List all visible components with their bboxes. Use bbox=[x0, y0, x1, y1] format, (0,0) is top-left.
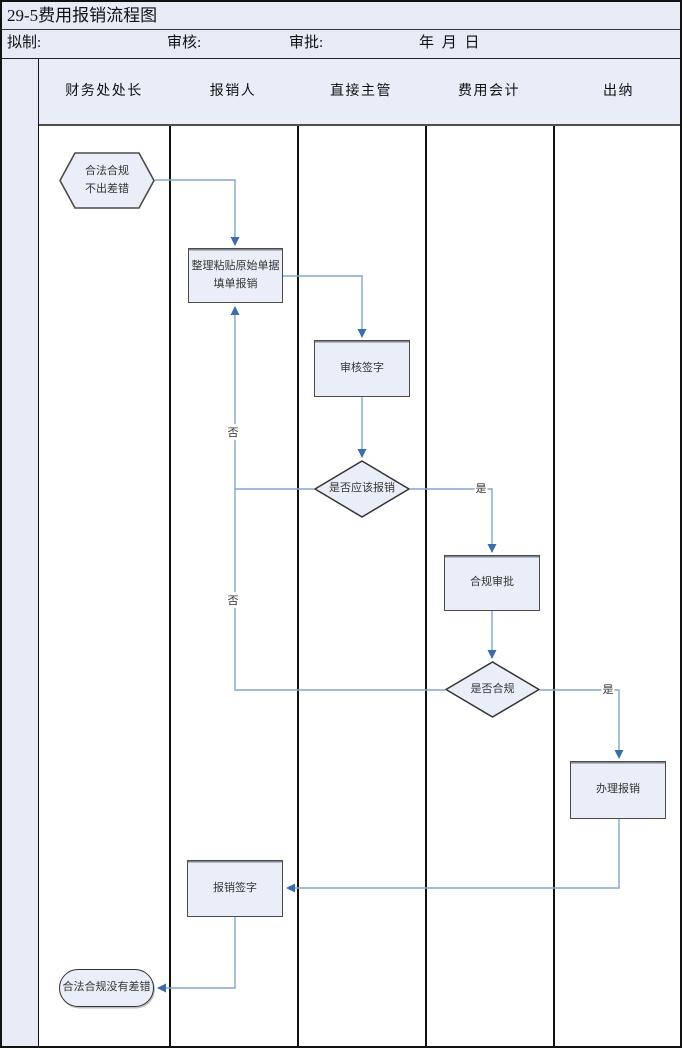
diamond-shape bbox=[445, 661, 540, 718]
edge-label-is-compliant-no: 否 bbox=[226, 592, 240, 608]
node-compliance-approval: 合规审批 bbox=[444, 555, 540, 611]
node-process-reimbursement-label: 办理报销 bbox=[596, 783, 640, 796]
node-fill-form-label-line1: 整理粘贴原始单据 bbox=[191, 260, 280, 273]
reviewed-label: 审核: bbox=[167, 35, 202, 51]
diamond-shape bbox=[314, 460, 410, 518]
node-process-reimbursement: 办理报销 bbox=[570, 761, 666, 819]
lane-divider-2 bbox=[297, 59, 299, 1046]
date-label: 年 月 日 bbox=[419, 35, 482, 51]
page-title: 29-5费用报销流程图 bbox=[2, 2, 680, 30]
node-start-label-line1: 合法合规 bbox=[85, 165, 129, 178]
edge-label-should-reimburse-no: 否 bbox=[226, 424, 240, 440]
lane-header-claimant: 报销人 bbox=[209, 84, 257, 99]
edge-decision1-no-to-fill-form bbox=[230, 306, 314, 490]
node-compliance-approval-label: 合规审批 bbox=[470, 576, 514, 589]
node-reimburse-sign-label: 报销签字 bbox=[213, 881, 257, 894]
lane-header-direct-supervisor: 直接主管 bbox=[330, 84, 392, 99]
node-reimburse-sign: 报销签字 bbox=[187, 860, 283, 917]
meta-row: 拟制: 审核: 审批: 年 月 日 bbox=[2, 30, 680, 57]
node-decision-is-compliant: 是否合规 bbox=[445, 661, 540, 718]
lane-header-row: 财务处处长 报销人 直接主管 费用会计 出纳 bbox=[39, 59, 680, 126]
edge-process-to-reimburse-sign bbox=[286, 819, 620, 893]
node-end-label: 合法合规没有差错 bbox=[62, 981, 151, 994]
edge-label-should-reimburse-yes: 是 bbox=[474, 480, 488, 496]
edge-decision2-no-join bbox=[234, 488, 445, 691]
edge-decision2-yes-to-process bbox=[540, 689, 624, 759]
lane-header-cashier: 出纳 bbox=[603, 84, 634, 99]
node-review-sign: 审核签字 bbox=[314, 340, 410, 397]
lane-divider-3 bbox=[425, 59, 427, 1046]
left-margin-strip bbox=[2, 59, 39, 1046]
lane-divider-4 bbox=[553, 59, 555, 1046]
edge-label-is-compliant-yes: 是 bbox=[601, 681, 615, 697]
node-start: 合法合规 不出差错 bbox=[59, 152, 155, 209]
node-fill-form-label-line2: 填单报销 bbox=[213, 277, 258, 290]
drafted-label: 拟制: bbox=[7, 35, 42, 51]
hexagon-shape bbox=[59, 152, 155, 209]
node-review-sign-label: 审核签字 bbox=[340, 361, 384, 374]
lane-header-finance-director: 财务处处长 bbox=[65, 84, 143, 99]
edge-start-to-fill-form bbox=[155, 179, 240, 246]
title-block: 29-5费用报销流程图 拟制: 审核: 审批: 年 月 日 bbox=[2, 2, 680, 59]
lane-divider-1 bbox=[169, 59, 171, 1046]
node-fill-form: 整理粘贴原始单据 填单报销 bbox=[188, 248, 283, 303]
approved-label: 审批: bbox=[289, 35, 324, 51]
node-end-terminator: 合法合规没有差错 bbox=[59, 969, 154, 1007]
lane-header-expense-accountant: 费用会计 bbox=[458, 84, 520, 99]
edge-reimburse-sign-to-end bbox=[157, 917, 236, 993]
node-start-label-line2: 不出差错 bbox=[85, 182, 129, 195]
edge-decision1-yes-to-compliance bbox=[410, 488, 497, 553]
node-decision-should-reimburse-label: 是否应该报销 bbox=[329, 482, 395, 495]
node-decision-is-compliant-label: 是否合规 bbox=[470, 682, 515, 695]
node-decision-should-reimburse: 是否应该报销 bbox=[314, 460, 410, 518]
edge-fill-form-to-review-sign bbox=[283, 275, 367, 338]
